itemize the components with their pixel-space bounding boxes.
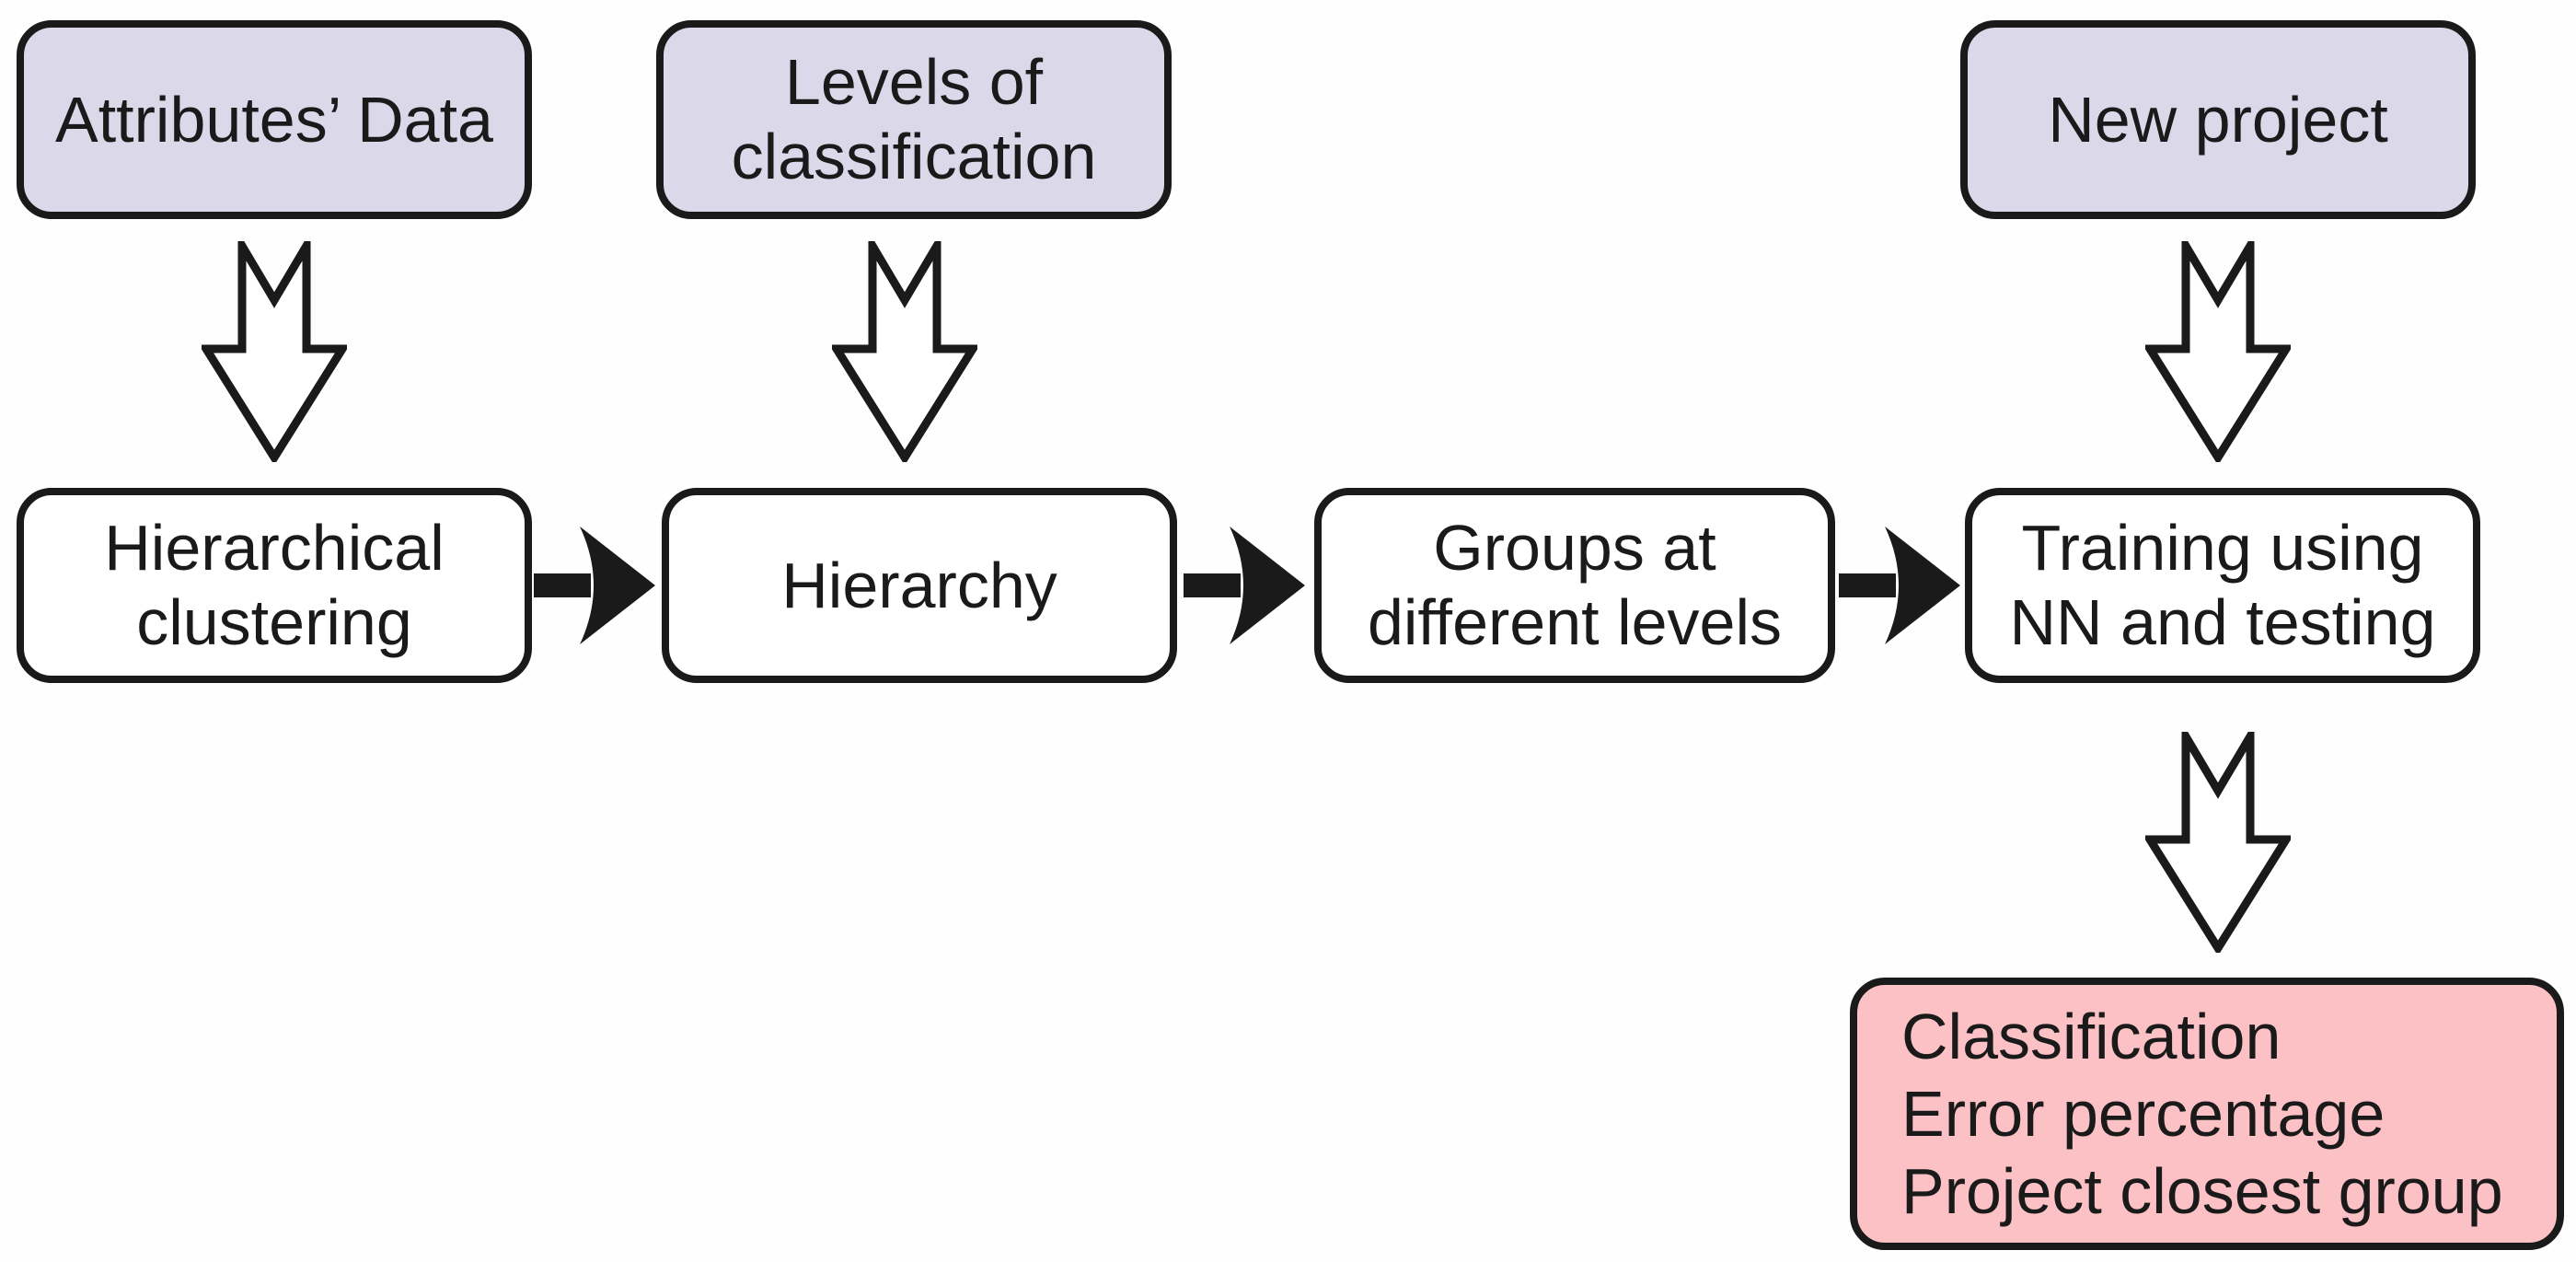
node-training-nn-testing: Training using NN and testing (1965, 488, 2480, 683)
node-label: clustering (136, 586, 412, 658)
down-arrow-icon (2145, 732, 2291, 953)
node-hierarchical-clustering: Hierarchical clustering (17, 488, 532, 683)
down-arrow-icon (2145, 241, 2291, 462)
node-label: Attributes’ Data (55, 83, 493, 156)
node-label: Levels of (784, 46, 1044, 118)
node-label: Project closest group (1901, 1155, 2503, 1227)
right-arrow-icon (1839, 527, 1960, 644)
node-hierarchy: Hierarchy (662, 488, 1177, 683)
right-arrow-icon (1184, 527, 1305, 644)
node-label: classification (731, 121, 1097, 192)
node-label: Hierarchical (104, 512, 445, 584)
node-label: Classification (1901, 1001, 2281, 1072)
node-label: New project (2048, 83, 2388, 156)
right-arrow-icon (534, 527, 655, 644)
node-label: Hierarchy (781, 549, 1057, 621)
node-label: Training using (2021, 512, 2424, 584)
node-label: Error percentage (1901, 1078, 2385, 1150)
node-label: NN and testing (2009, 586, 2436, 658)
node-results: Classification Error percentage Project … (1850, 978, 2564, 1250)
down-arrow-icon (832, 241, 977, 462)
node-levels-of-classification: Levels of classification (656, 20, 1172, 219)
node-new-project: New project (1960, 20, 2476, 219)
down-arrow-icon (202, 241, 347, 462)
node-label: Groups at (1433, 512, 1716, 584)
node-label: different levels (1367, 586, 1783, 658)
node-groups-at-different-levels: Groups at different levels (1314, 488, 1835, 683)
node-attributes-data: Attributes’ Data (17, 20, 532, 219)
